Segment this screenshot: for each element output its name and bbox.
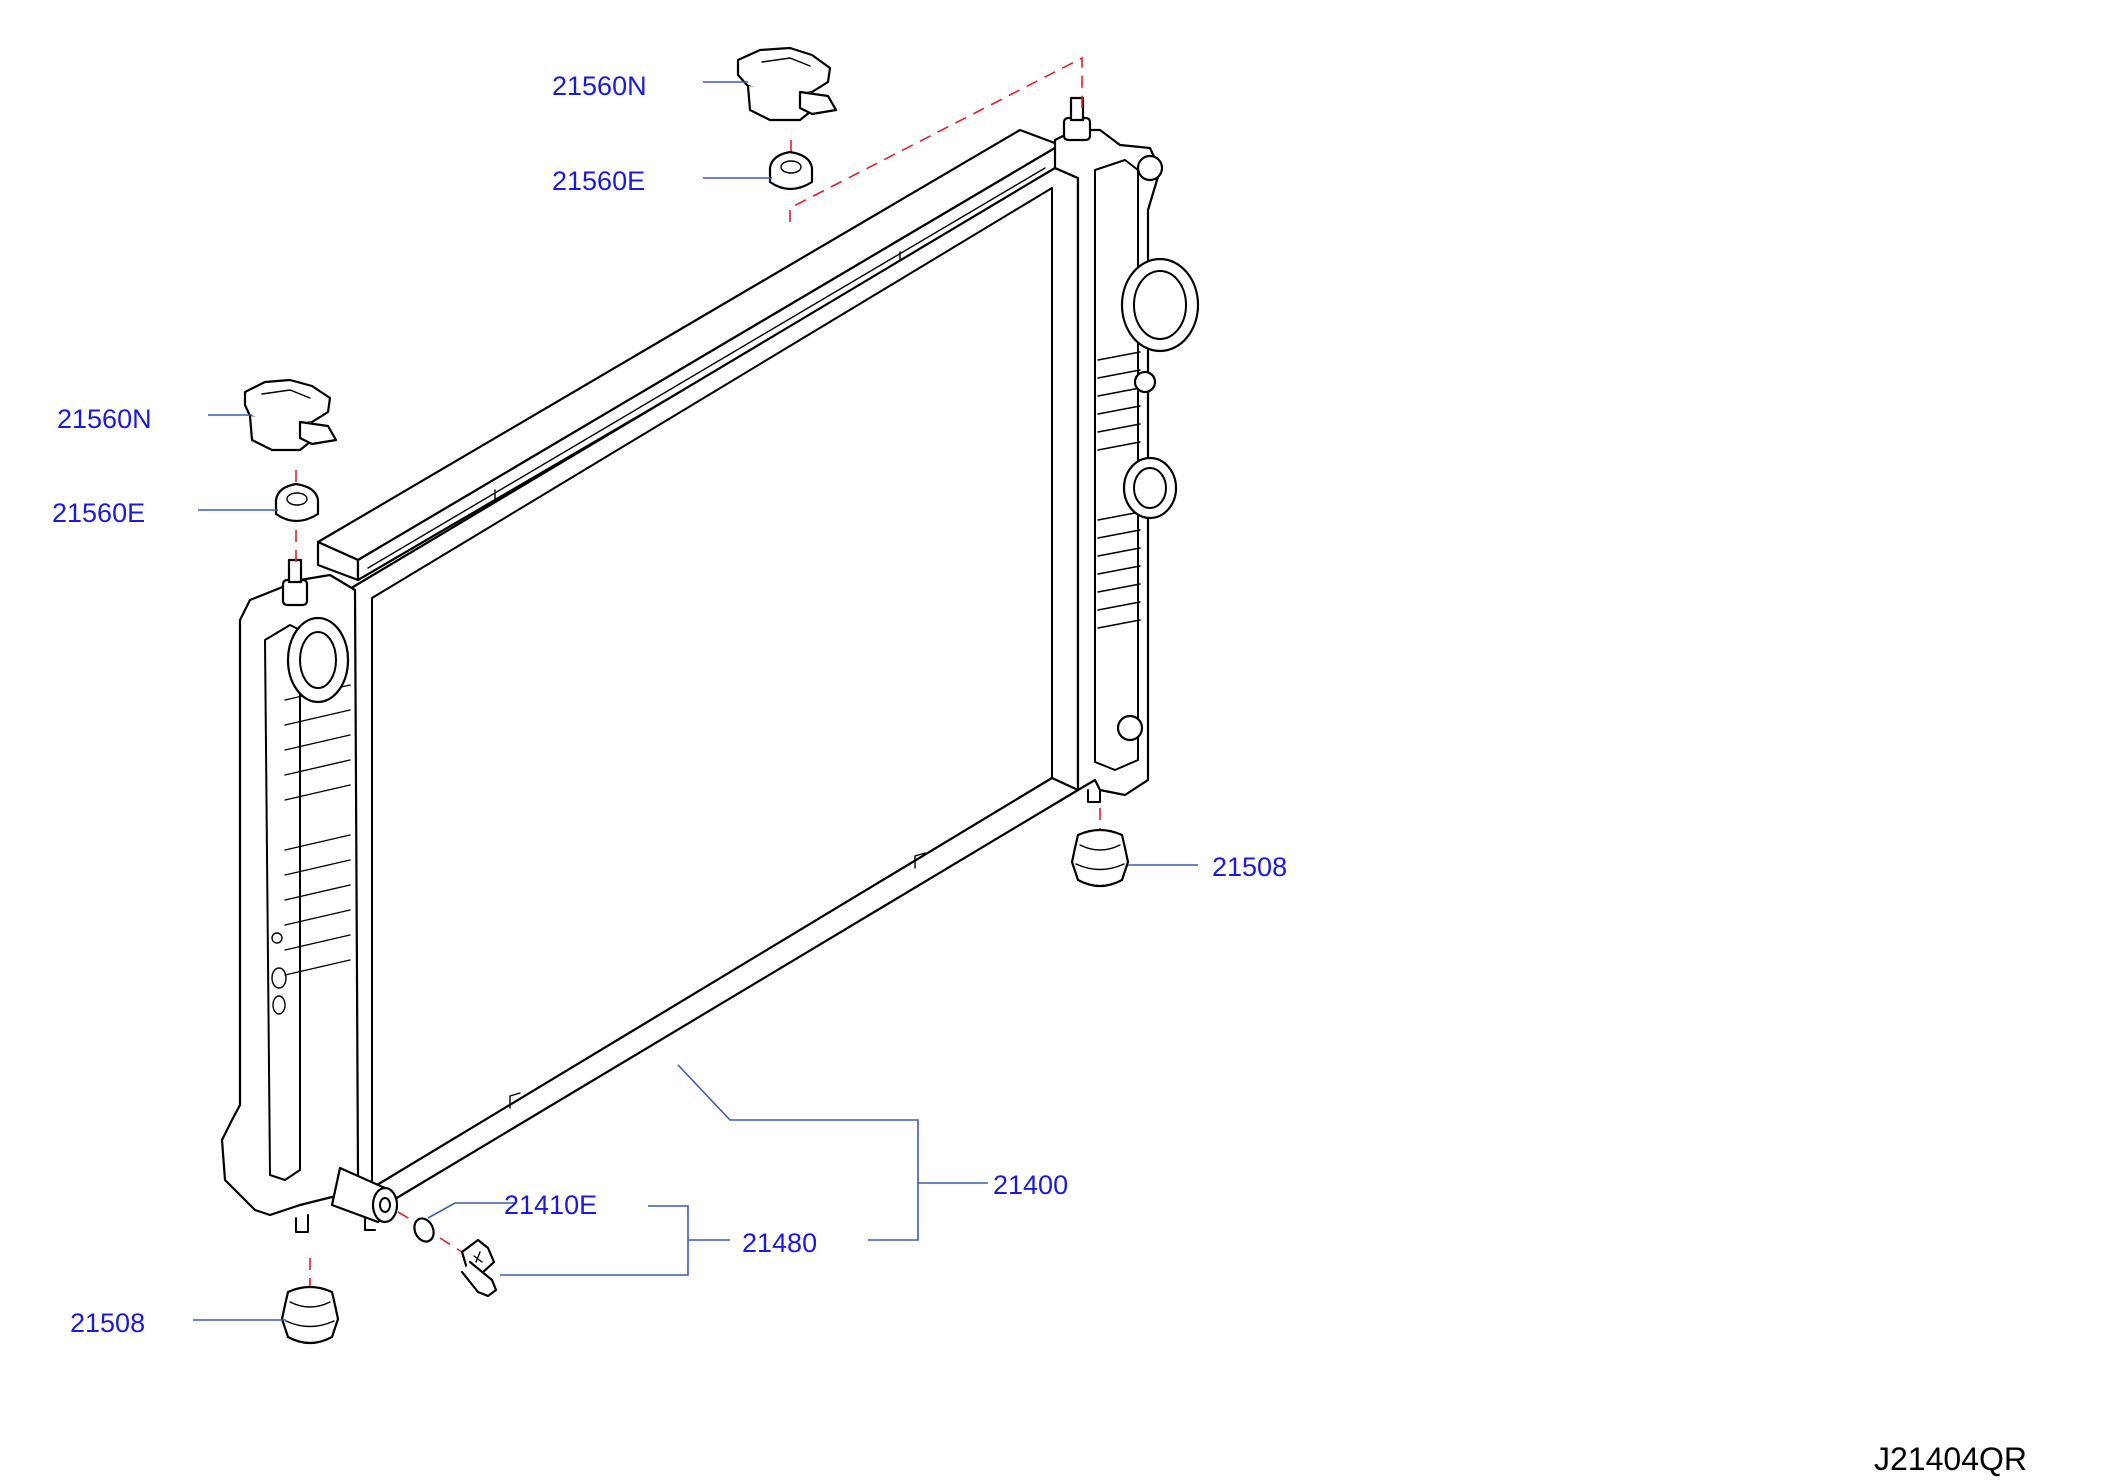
label-mount-left: 21508	[70, 1308, 145, 1338]
label-cap-left: 21560N	[57, 404, 152, 434]
cap-left	[243, 378, 338, 452]
diagram-code: J21404QR	[1874, 1441, 2027, 1477]
oring	[413, 1217, 435, 1243]
left-tank-spigot	[281, 558, 309, 607]
cap-top	[736, 46, 838, 122]
right-tank-upper-neck	[1120, 257, 1200, 353]
right-tank-fins	[1097, 351, 1141, 629]
label-mount-right: 21508	[1212, 852, 1287, 882]
mount-right	[1070, 828, 1130, 888]
right-tank-spigot	[1062, 96, 1092, 142]
drain-plug	[460, 1238, 498, 1298]
leader-lines	[193, 81, 1198, 1321]
label-cap-top: 21560N	[552, 71, 647, 101]
left-end-tank	[220, 558, 399, 1233]
label-seal-top: 21560E	[552, 166, 645, 196]
right-tank-lower-neck	[1122, 456, 1178, 520]
left-tank-inlet-neck	[286, 616, 350, 704]
label-oring: 21410E	[504, 1190, 597, 1220]
label-seal-left: 21560E	[52, 498, 145, 528]
left-tank-outlet-pipe	[330, 1166, 399, 1224]
seal-top	[768, 150, 814, 191]
seal-left	[274, 482, 320, 523]
callout-labels: 21560N 21560E 21560N 21560E 21508 21508 …	[52, 71, 1287, 1338]
label-drain-plug: 21480	[742, 1228, 817, 1258]
right-end-tank	[1053, 96, 1200, 803]
label-radiator: 21400	[993, 1170, 1068, 1200]
radiator-assembly	[220, 96, 1200, 1233]
mount-left	[280, 1285, 340, 1345]
